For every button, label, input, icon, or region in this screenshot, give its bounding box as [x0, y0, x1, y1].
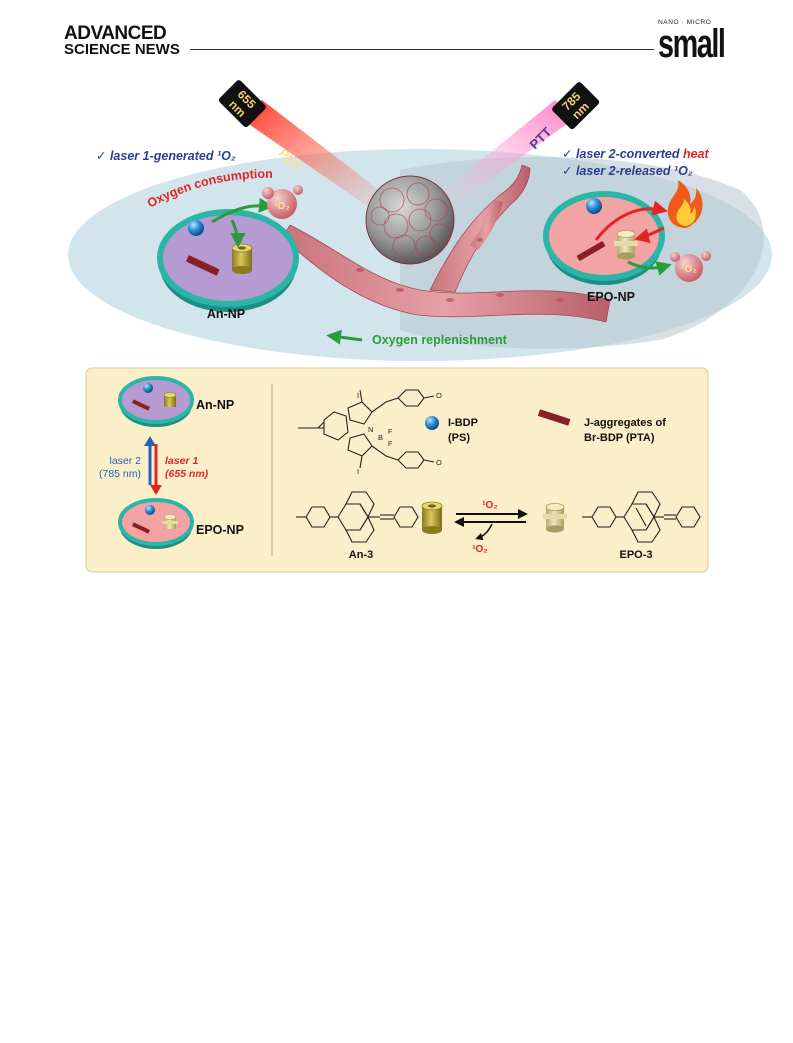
o2-release-arrow: [211, 197, 274, 224]
check-laser2-converted-text: ✓ laser 2-converted: [562, 147, 683, 161]
o2-right-label: ¹O₂: [681, 264, 697, 275]
epo-np-particle: [543, 191, 672, 285]
laser2-label-line2: (785 nm): [99, 468, 141, 480]
laser1-arrowhead: [150, 485, 162, 495]
legend-jagg-line1: J-aggregates of: [584, 417, 666, 429]
laser2-head: 785 nm: [552, 82, 600, 130]
heat-word: heat: [683, 147, 710, 161]
o2-reverse-label: ¹O₂: [472, 544, 488, 555]
blood-vessel: [281, 224, 611, 323]
tumor-cell-cluster: [365, 175, 455, 265]
check-laser2-released: ✓ laser 2-released ¹O₂: [562, 164, 693, 178]
check-laser2-converted: ✓ laser 2-converted heat: [562, 147, 709, 161]
an-3-cylinder: [231, 243, 253, 274]
heat-conversion-arrow: [594, 200, 668, 241]
logo-line-2: SCIENCE NEWS: [64, 41, 180, 58]
legend-ibdp-role: (PS): [448, 432, 470, 444]
i-bdp-legend-sphere: [425, 416, 439, 430]
atom-i2: I: [357, 467, 359, 476]
advanced-science-news-logo: ADVANCED SCIENCE NEWS: [64, 24, 180, 57]
oxygen-replenishment-label: Oxygen replenishment: [372, 333, 508, 347]
o2-forward-label: ¹O₂: [482, 500, 498, 511]
heat-to-epo-arrow: [634, 226, 665, 244]
singlet-oxygen-right: ¹O₂: [670, 251, 711, 282]
an-np-particle: [157, 197, 299, 312]
atom-n: N: [368, 425, 373, 434]
an-3-cylinder-icon: [421, 501, 443, 534]
o2-left-label: ¹O₂: [274, 201, 290, 212]
epo-np-label: EPO-NP: [587, 290, 635, 304]
legend-jagg-line2: Br-BDP (PTA): [584, 432, 655, 444]
bodipy-structure: [298, 389, 435, 469]
oxygen-replenishment-arrow: [326, 329, 363, 345]
o2-release-curve: [475, 523, 493, 541]
o2-release-arrow-right: [627, 260, 672, 276]
laser2-beam: [432, 100, 575, 212]
small-journal-logo: NANO · MICRO small: [658, 19, 750, 66]
an-3-structure: [296, 491, 419, 543]
atom-b: B: [378, 433, 383, 442]
mini-epo-np: [118, 498, 194, 549]
epo-3-structure: [582, 491, 701, 543]
tumor-cell-outlines: [370, 182, 451, 258]
an-3-label: An-3: [349, 549, 373, 561]
journal-header: ADVANCED SCIENCE NEWS NANO · MICRO small: [0, 0, 793, 70]
flame-icon: [667, 180, 703, 228]
laser2-arrowhead: [144, 436, 156, 446]
atom-f1: F: [388, 429, 392, 436]
bottom-panel: An-NP EPO-NP laser 2 (785 nm) laser 1 (6…: [85, 367, 709, 573]
singlet-oxygen-left: ¹O₂: [262, 185, 303, 219]
atom-f2: F: [388, 441, 392, 448]
laser1-label-line1: laser 1: [165, 455, 198, 467]
logo-small-caption: NANO · MICRO: [658, 19, 712, 26]
j-aggregate-legend-rod: [537, 409, 571, 426]
logo-small-wordmark: small: [658, 21, 726, 66]
laser1-beam: [240, 100, 392, 215]
header-rule: [190, 49, 654, 50]
i-bdp-sphere-right: [586, 198, 602, 214]
mini-epo-np-label: EPO-NP: [196, 523, 244, 537]
o2-capture-arrow: [230, 219, 246, 248]
mini-an-np: [118, 376, 194, 427]
j-aggregate-rod-right: [576, 241, 606, 261]
atom-i1: I: [357, 391, 359, 400]
red-blood-cells: [356, 238, 564, 302]
check-laser1-generated: ✓ laser 1-generated ¹O₂: [96, 149, 236, 163]
epo-3-cylinder: [614, 229, 638, 260]
epo-3-cylinder-icon: [543, 502, 567, 533]
laser2-label-line1: laser 2: [109, 455, 141, 467]
laser1-label-line2: (655 nm): [165, 468, 209, 480]
blood-vessel-branch-2: [470, 200, 503, 250]
atom-o1: O: [436, 391, 442, 400]
top-illustration: 655 nm 785 nm PDT PTT ✓ laser 1-generate…: [68, 80, 772, 361]
epo-3-label: EPO-3: [619, 549, 652, 561]
j-aggregate-rod: [186, 255, 220, 276]
i-bdp-sphere: [188, 220, 204, 236]
logo-line-1: ADVANCED: [64, 23, 167, 44]
atom-o2: O: [436, 458, 442, 467]
an-np-label: An-NP: [207, 307, 245, 321]
mini-an-np-label: An-NP: [196, 398, 234, 412]
legend-ibdp-name: I-BDP: [448, 417, 478, 429]
